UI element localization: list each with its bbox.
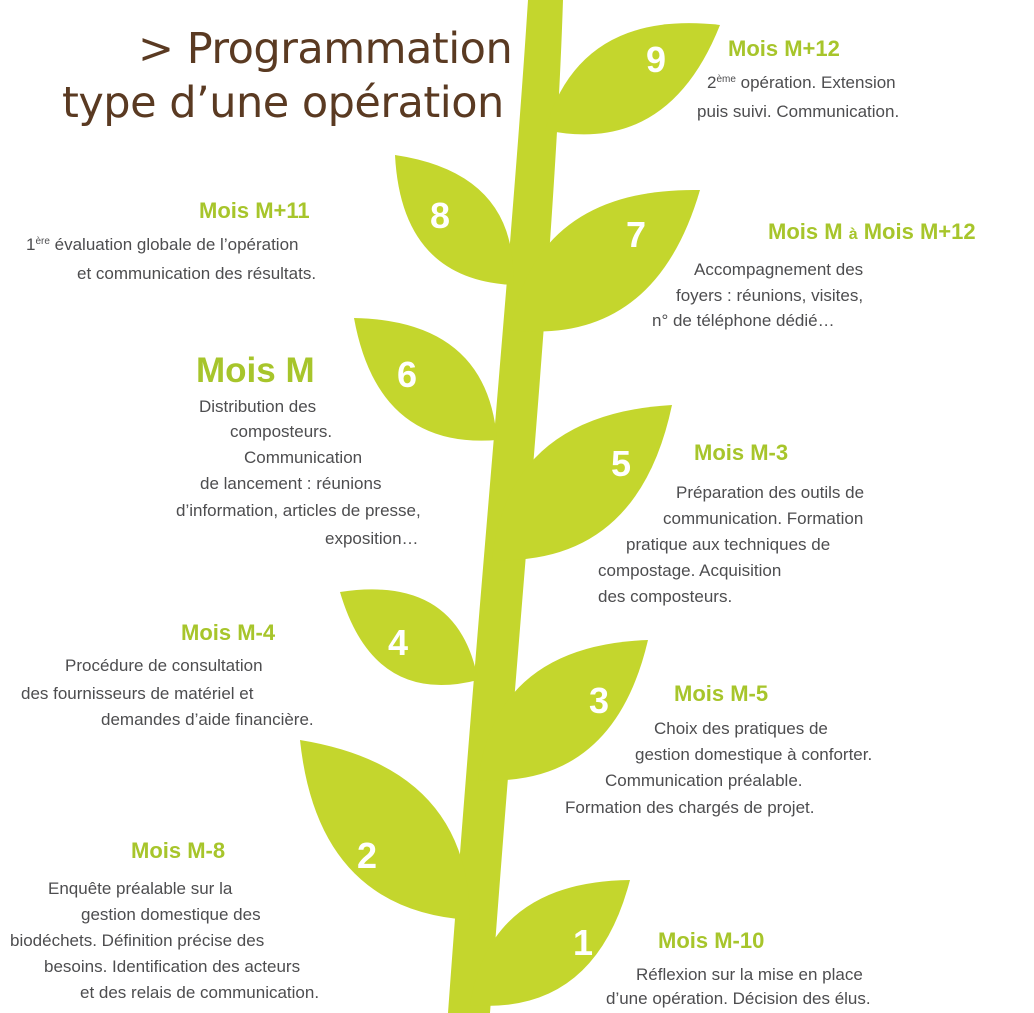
step-4-line-3: demandes d’aide financière. xyxy=(101,710,314,729)
leaf-number-2: 2 xyxy=(356,835,378,876)
leaf-6 xyxy=(354,318,497,441)
step-2-line-2: gestion domestique des xyxy=(81,905,261,924)
leaf-4 xyxy=(340,589,478,686)
step-8-line-2: et communication des résultats. xyxy=(77,264,317,283)
step-4-line-1: Procédure de consultation xyxy=(65,656,263,675)
step-5-line-5: des composteurs. xyxy=(598,587,733,606)
page-title-line1: > Programmation xyxy=(138,24,513,74)
step-9-heading: Mois M+12 xyxy=(728,36,840,61)
step-7-heading-a: Mois M xyxy=(768,219,843,244)
step-7-line-1: Accompagnement des xyxy=(694,260,864,279)
step-2-line-4: besoins. Identification des acteurs xyxy=(44,957,301,976)
step-7-heading-b: Mois M+12 xyxy=(863,219,976,244)
step-4-line-2: des fournisseurs de matériel et xyxy=(21,684,254,703)
step-8-sup: ère xyxy=(35,236,50,247)
step-9-line-2: puis suivi. Communication. xyxy=(697,102,900,121)
step-2-line-5: et des relais de communication. xyxy=(80,983,320,1002)
leaf-3 xyxy=(478,640,648,781)
step-6-line-1: Distribution des xyxy=(199,397,317,416)
step-7-heading-connector: à xyxy=(848,226,858,243)
leaf-8 xyxy=(395,155,514,285)
step-2-line-3: biodéchets. Définition précise des xyxy=(10,931,265,950)
step-6-line-4: de lancement : réunions xyxy=(200,474,382,493)
step-8-line-1: 1ère évaluation globale de l’opération xyxy=(26,236,299,253)
step-7-line-2: foyers : réunions, visites, xyxy=(676,286,864,305)
step-2-line-1: Enquête préalable sur la xyxy=(48,879,233,898)
leaf-number-1: 1 xyxy=(572,922,594,963)
step-6-line-2: composteurs. xyxy=(230,422,333,441)
leaf-number-7: 7 xyxy=(625,214,647,255)
step-4-heading: Mois M-4 xyxy=(181,620,276,645)
step-9-sup-base: 2 xyxy=(707,73,717,92)
step-9-line-1: 2ème opération. Extension xyxy=(707,74,896,91)
step-5-line-3: pratique aux techniques de xyxy=(626,535,831,554)
step-1-line-1: Réflexion sur la mise en place xyxy=(636,965,863,984)
step-3-line-3: Communication préalable. xyxy=(605,771,803,790)
step-1-heading: Mois M-10 xyxy=(658,928,765,953)
step-3-line-1: Choix des pratiques de xyxy=(654,719,828,738)
step-2-heading: Mois M-8 xyxy=(131,838,226,863)
step-3-heading: Mois M-5 xyxy=(674,681,769,706)
page-title-line2: type d’une opération xyxy=(62,78,504,128)
step-7-line-3: n° de téléphone dédié… xyxy=(652,311,835,330)
leaf-number-5: 5 xyxy=(610,443,632,484)
leaf-5 xyxy=(492,405,672,561)
step-7-heading: Mois M à Mois M+12 xyxy=(768,221,976,243)
step-8-heading: Mois M+11 xyxy=(199,198,310,223)
step-5-line-2: communication. Formation xyxy=(663,509,864,528)
leaf-2 xyxy=(300,740,470,920)
step-8-sup-base: 1 xyxy=(26,235,36,254)
step-6-line-6: exposition… xyxy=(325,529,419,548)
step-9-line-1-rest: opération. Extension xyxy=(735,73,896,92)
step-5-heading: Mois M-3 xyxy=(694,440,789,465)
step-9-sup: ème xyxy=(716,74,736,85)
step-5-line-4: compostage. Acquisition xyxy=(598,561,782,580)
step-5-line-1: Préparation des outils de xyxy=(676,483,865,502)
leaf-number-9: 9 xyxy=(645,39,667,80)
leaf-number-4: 4 xyxy=(387,622,409,663)
leaf-number-8: 8 xyxy=(429,195,451,236)
step-6-line-5: d’information, articles de presse, xyxy=(176,501,421,520)
step-8-line-1-rest: évaluation globale de l’opération xyxy=(49,235,299,254)
leaf-number-6: 6 xyxy=(396,354,418,395)
step-6-line-3: Communication xyxy=(244,448,363,467)
step-1-line-2: d’une opération. Décision des élus. xyxy=(606,989,871,1008)
step-3-line-4: Formation des chargés de projet. xyxy=(565,798,815,817)
leaf-7 xyxy=(510,189,700,332)
leaf-1 xyxy=(470,880,630,1006)
leaf-9 xyxy=(545,23,720,135)
step-3-line-2: gestion domestique à conforter. xyxy=(635,745,873,764)
step-6-heading: Mois M xyxy=(196,351,315,390)
leaf-number-3: 3 xyxy=(588,680,610,721)
